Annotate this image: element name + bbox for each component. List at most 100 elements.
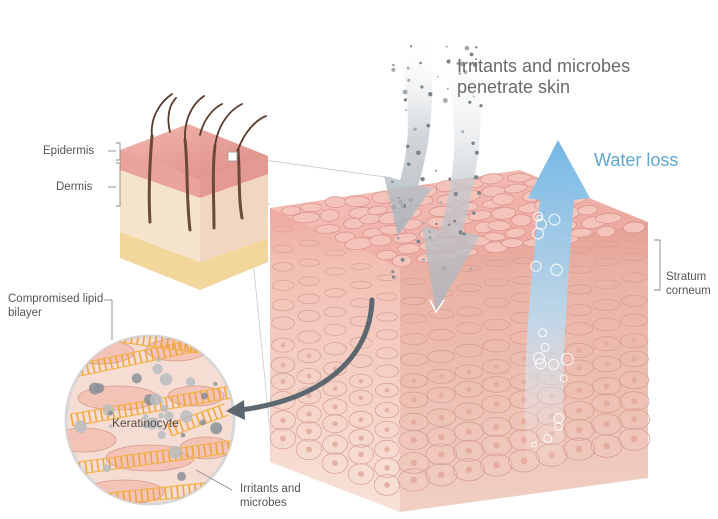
- irritant-particle: [435, 223, 437, 225]
- irritant-particle: [435, 170, 437, 172]
- cell-nucleus: [333, 386, 338, 391]
- irritant-particle: [471, 142, 474, 145]
- lipid-molecule: [254, 382, 256, 394]
- irritant-particle: [454, 192, 458, 196]
- irritant-particle: [443, 98, 448, 103]
- irritant-particle: [477, 191, 481, 195]
- irritant-particle: [407, 67, 410, 70]
- microbe-particle: [108, 411, 113, 416]
- label-water-loss: Water loss: [594, 150, 678, 171]
- cell-nucleus: [333, 404, 338, 409]
- cell-nucleus: [632, 338, 637, 343]
- irritant-particle: [401, 204, 405, 208]
- cell-nucleus: [576, 388, 582, 394]
- irritant-particle: [475, 46, 477, 48]
- cell-nucleus: [466, 387, 471, 392]
- irritant-particle: [472, 211, 475, 214]
- lipid-molecule: [251, 327, 253, 339]
- irritant-particle: [426, 124, 430, 128]
- cell-nucleus: [604, 421, 610, 427]
- irritant-particle: [392, 205, 396, 209]
- cell-nucleus: [411, 378, 416, 383]
- cell-nucleus: [521, 458, 528, 465]
- cell-nucleus: [385, 427, 390, 432]
- cell-nucleus: [466, 409, 472, 415]
- corneocyte: [511, 214, 531, 226]
- corneocyte: [325, 196, 346, 207]
- irritant-particle: [475, 151, 479, 155]
- lipid-molecule: [246, 439, 248, 451]
- cell-nucleus: [411, 419, 417, 425]
- cell-nucleus: [384, 482, 390, 488]
- microbe-particle: [160, 373, 173, 386]
- zoom-box-icon: [228, 152, 237, 161]
- cell-nucleus: [493, 424, 499, 430]
- label-epidermis: Epidermis: [43, 144, 94, 158]
- microbe-particle: [169, 446, 182, 459]
- lipid-molecule: [245, 329, 247, 341]
- cell-nucleus: [631, 377, 637, 383]
- irritant-particle: [416, 240, 420, 244]
- lipid-molecule: [234, 440, 236, 452]
- cell-nucleus: [604, 361, 609, 366]
- irritant-particle: [440, 201, 442, 203]
- cell-nucleus: [466, 466, 473, 473]
- cell-nucleus: [358, 436, 363, 441]
- irritant-particle: [448, 224, 450, 226]
- lipid-molecule: [227, 332, 229, 344]
- lipid-molecule: [204, 337, 206, 349]
- corneocyte: [484, 232, 505, 241]
- irritant-particle: [397, 237, 400, 240]
- label-dermis: Dermis: [56, 180, 92, 194]
- cell-nucleus: [411, 397, 416, 402]
- cell-nucleus: [306, 412, 311, 417]
- cell-nucleus: [384, 465, 390, 471]
- cell-nucleus: [631, 436, 638, 443]
- cell-nucleus: [631, 398, 637, 404]
- cell-nucleus: [358, 452, 364, 458]
- irritant-particle: [408, 198, 413, 203]
- cell-nucleus: [358, 471, 364, 477]
- irritant-particle: [437, 76, 439, 78]
- lipid-molecule: [215, 335, 217, 347]
- cell-nucleus: [439, 392, 444, 397]
- cell-nucleus: [439, 415, 445, 421]
- cell-nucleus: [632, 356, 637, 361]
- lipid-molecule: [207, 483, 208, 495]
- lipid-molecule: [257, 326, 259, 338]
- corneocyte: [501, 238, 523, 247]
- microbe-particle: [103, 464, 111, 472]
- irritant-particle: [405, 109, 407, 111]
- cell-nucleus: [576, 427, 582, 433]
- cell-nucleus: [385, 388, 390, 393]
- microbe-particle: [161, 405, 169, 413]
- label-keratinocyte: Keratinocyte: [112, 416, 179, 430]
- cell-nucleus: [438, 471, 445, 478]
- irritant-particle: [403, 90, 408, 95]
- microbe-particle: [181, 433, 186, 438]
- lipid-molecule: [248, 383, 250, 395]
- irritant-particle: [419, 62, 422, 65]
- lipid-molecule: [233, 331, 235, 343]
- lipid-molecule: [251, 438, 253, 450]
- cell-nucleus: [494, 364, 499, 369]
- lipid-molecule: [198, 339, 200, 351]
- cell-nucleus: [466, 448, 472, 454]
- cell-nucleus: [604, 383, 610, 389]
- irritant-particle: [474, 175, 478, 179]
- irritant-particle: [391, 68, 395, 72]
- irritant-particle: [391, 181, 393, 183]
- lipid-molecule: [262, 325, 264, 337]
- irritant-particle: [407, 79, 410, 82]
- lipid-molecule: [242, 384, 244, 396]
- irritant-particle: [465, 46, 470, 51]
- small-skin-block: [120, 94, 268, 290]
- layer-brackets: [108, 143, 120, 206]
- lipid-molecule: [239, 330, 241, 342]
- irritant-particle: [391, 270, 394, 273]
- stratum-corneum-bracket: [654, 240, 660, 290]
- cell-nucleus: [493, 462, 500, 469]
- cell-nucleus: [281, 379, 286, 384]
- cell-nucleus: [576, 446, 583, 453]
- cell-nucleus: [359, 417, 364, 422]
